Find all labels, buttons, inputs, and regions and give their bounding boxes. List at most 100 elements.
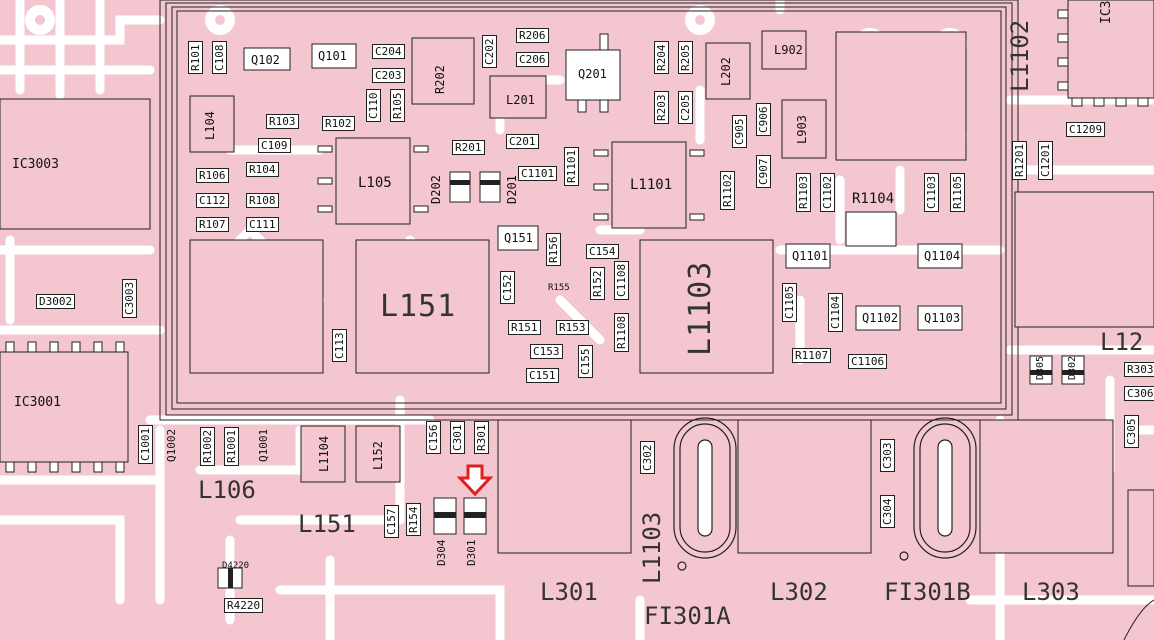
label-l1103: L1103 [638,511,666,584]
label-c154: C154 [586,244,619,259]
label-r1102: R1102 [720,170,735,210]
label-c905: C905 [732,115,747,148]
label-c1104: C1104 [828,292,843,332]
label-l902: L902 [774,43,803,57]
label-ic3: IC3 [1099,0,1114,24]
label-c156: C156 [426,421,441,454]
label-r1107: R1107 [792,348,832,363]
label-fi301a: FI301A [644,602,731,630]
label-c1103: C1103 [924,172,939,212]
label-l151-big: L151 [380,289,457,324]
crystal-filters [673,417,977,571]
label-l201: L201 [506,93,535,107]
label-d304: D304 [435,539,448,567]
label-r154: R154 [406,503,421,536]
label-l302: L302 [770,578,828,606]
label-l301: L301 [540,578,598,606]
label-c907: C907 [756,155,771,188]
label-r301: R301 [474,421,489,454]
label-d301: D301 [465,539,478,567]
label-c301: C301 [450,421,465,454]
label-q102: Q102 [251,53,280,67]
label-r104: R104 [246,162,279,177]
label-c204: C204 [372,44,405,59]
label-r1105: R1105 [950,172,965,212]
label-q101: Q101 [318,49,347,63]
label-q151: Q151 [504,231,533,245]
label-r153: R153 [556,320,589,335]
corner-arc [1123,599,1154,640]
label-d302: D302 [1067,355,1078,380]
label-c206: C206 [516,52,549,67]
label-ic3001: IC3001 [14,395,61,410]
label-l151: L151 [298,510,356,538]
label-q1101: Q1101 [792,249,829,263]
label-c303: C303 [880,439,895,472]
label-c302: C302 [640,441,655,474]
label-r1103: R1103 [796,172,811,212]
label-l106: L106 [198,476,256,504]
label-l12: L12 [1100,328,1144,356]
label-l105: L105 [358,175,392,191]
label-q1104: Q1104 [924,249,961,263]
label-l152: L152 [371,441,385,470]
label-r106: R106 [196,168,229,183]
label-d305: D305 [1035,355,1046,380]
label-r202: R202 [433,65,447,94]
label-c110: C110 [366,89,381,122]
large-outlines [0,0,1154,587]
label-c155: C155 [578,345,593,378]
label-c112: C112 [196,193,229,208]
label-r108: R108 [246,193,279,208]
label-c205: C205 [678,91,693,124]
label-r105: R105 [390,89,405,122]
label-r152: R152 [590,267,605,300]
label-c151: C151 [526,368,559,383]
label-l1104: L1104 [317,435,331,472]
label-l1101: L1101 [630,177,673,193]
label-c1108: C1108 [614,260,629,300]
label-r201: R201 [452,140,485,155]
label-q1103: Q1103 [924,311,961,325]
red-arrow-marker [456,464,494,497]
label-r206: R206 [516,28,549,43]
label-l903: L903 [795,115,809,144]
label-fi301b: FI301B [884,578,971,606]
label-ic3003: IC3003 [12,157,59,172]
label-r103: R103 [266,114,299,129]
label-c1105: C1105 [782,282,797,322]
label-r107: R107 [196,217,229,232]
label-q1102: Q1102 [862,311,899,325]
label-c1106: C1106 [848,354,888,369]
label-c152: C152 [500,271,515,304]
label-l1102: L1102 [1006,19,1034,92]
label-c108: C108 [212,41,227,74]
diode-symbols [217,171,1085,589]
label-r1001: R1001 [224,426,239,466]
label-q1001: Q1001 [257,428,270,462]
label-r101: R101 [188,41,203,74]
label-r155: R155 [548,283,570,293]
label-c111: C111 [246,217,279,232]
label-c202: C202 [482,35,497,68]
label-c153: C153 [530,344,563,359]
label-l104: L104 [203,111,217,140]
label-r1101: R1101 [564,146,579,186]
label-r156: R156 [546,233,561,266]
label-d4220: D4220 [222,561,250,571]
label-r1104: R1104 [852,191,895,207]
label-d3002: D3002 [36,294,76,309]
label-c1001: C1001 [138,424,153,464]
label-r1108: R1108 [614,312,629,352]
label-r102: R102 [322,116,355,131]
label-c203: C203 [372,68,405,83]
label-r303: R303 [1124,362,1154,377]
label-c157: C157 [384,505,399,538]
label-c306: C306 [1124,386,1154,401]
label-r4220: R4220 [224,598,264,613]
label-c1102: C1102 [820,172,835,212]
label-c304: C304 [880,495,895,528]
label-d202: D202 [429,175,443,204]
label-r1201: R1201 [1012,140,1027,180]
